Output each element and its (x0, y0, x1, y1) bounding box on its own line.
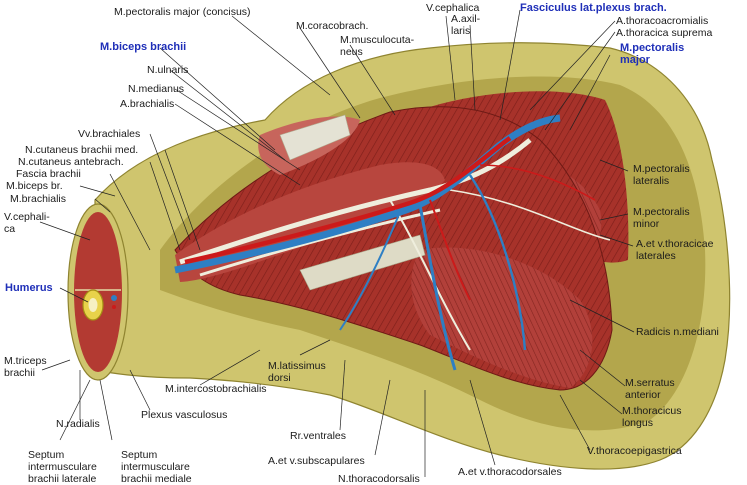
vein-branch-3 (339, 211, 401, 331)
nerve-branch-2 (389, 199, 471, 351)
fascia-strip (279, 114, 351, 161)
label-m-serratus-anterior: M.serratus anterior (625, 377, 675, 401)
label-n-cutaneus-brachii-med: N.cutaneus brachii med. (25, 144, 139, 156)
label-a-v-thoracicae-laterales: A.et v.thoracicae laterales (636, 238, 714, 262)
label-septum-mediale: Septum intermusculare brachii mediale (121, 449, 192, 485)
label-septum-laterale: Septum intermusculare brachii laterale (28, 449, 97, 485)
label-rr-ventrales: Rr.ventrales (290, 430, 347, 442)
label-humerus: Humerus (5, 282, 53, 294)
artery-branch-2 (479, 164, 596, 201)
label-m-pectoralis-minor: M.pectoralis minor (633, 206, 690, 230)
label-m-pectoralis-lateralis: M.pectoralis lateralis (633, 163, 690, 187)
label-n-radialis: N.radialis (56, 418, 100, 430)
label-m-pectoralis-major: M.pectoralis major (620, 42, 685, 66)
label-m-biceps-br: M.biceps br. (6, 180, 63, 192)
label-fascia-brachii: Fascia brachii (16, 168, 81, 180)
label-m-latissimus-dorsi: M.latissimus dorsi (268, 360, 326, 384)
label-radicis-n-mediani: Radicis n.mediani (636, 326, 719, 338)
serratus-muscle (411, 247, 593, 388)
label-m-musculocutaneus: M.musculocuta- neus (340, 34, 415, 58)
label-a-v-thoracodorsales: A.et v.thoracodorsales (458, 466, 562, 478)
cross-section-vein (111, 295, 117, 301)
label-plexus-vasculosus: Plexus vasculosus (141, 409, 228, 421)
label-v-cephalica-top: V.cephalica (426, 2, 480, 14)
label-a-v-subscapulares: A.et v.subscapulares (268, 455, 365, 467)
label-fasciculus-lat: Fasciculus lat.plexus brach. (520, 2, 667, 14)
nerve-branch-3 (449, 189, 611, 241)
nerve-branch (199, 208, 441, 277)
label-v-thoracoepigastrica: V.thoracoepigastrica (587, 445, 682, 457)
label-pectoralis-major-concisus: M.pectoralis major (concisus) (114, 6, 251, 18)
label-vv-brachiales: Vv.brachiales (78, 128, 141, 140)
vein-branch (418, 204, 457, 371)
axillary-vein (174, 114, 561, 274)
artery-branch (429, 199, 471, 301)
label-n-cutaneus-antebrach: N.cutaneus antebrach. (18, 156, 124, 168)
tendon-strip (299, 234, 426, 291)
label-m-biceps-brachii: M.biceps brachii (100, 41, 187, 53)
label-v-cephalica-left: V.cephali- ca (4, 211, 50, 235)
label-n-medianus: N.medianus (128, 83, 185, 95)
humerus-marrow (88, 298, 98, 312)
label-m-triceps-brachii: M.triceps brachii (4, 355, 47, 379)
label-n-thoracodorsalis: N.thoracodorsalis (338, 473, 420, 485)
cross-section-artery (112, 305, 116, 309)
label-m-coracobrach: M.coracobrach. (296, 20, 369, 32)
label-a-brachialis: A.brachialis (120, 98, 175, 110)
label-m-brachialis: M.brachialis (10, 193, 67, 205)
label-m-intercostobrachialis: M.intercostobrachialis (165, 383, 267, 395)
label-a-thoracoacromialis: A.thoracoacromialis (616, 15, 709, 27)
leader-lines (39, 9, 635, 477)
label-n-ulnaris: N.ulnaris (147, 64, 189, 76)
axillary-artery (184, 136, 512, 265)
vein-branch-2 (469, 174, 527, 351)
label-n-thoracicus-longus: M.thoracicus longus (622, 405, 682, 429)
label-a-thoracica-suprema: A.thoracica suprema (616, 27, 713, 39)
label-a-axillaris: A.axil- laris (451, 13, 481, 37)
